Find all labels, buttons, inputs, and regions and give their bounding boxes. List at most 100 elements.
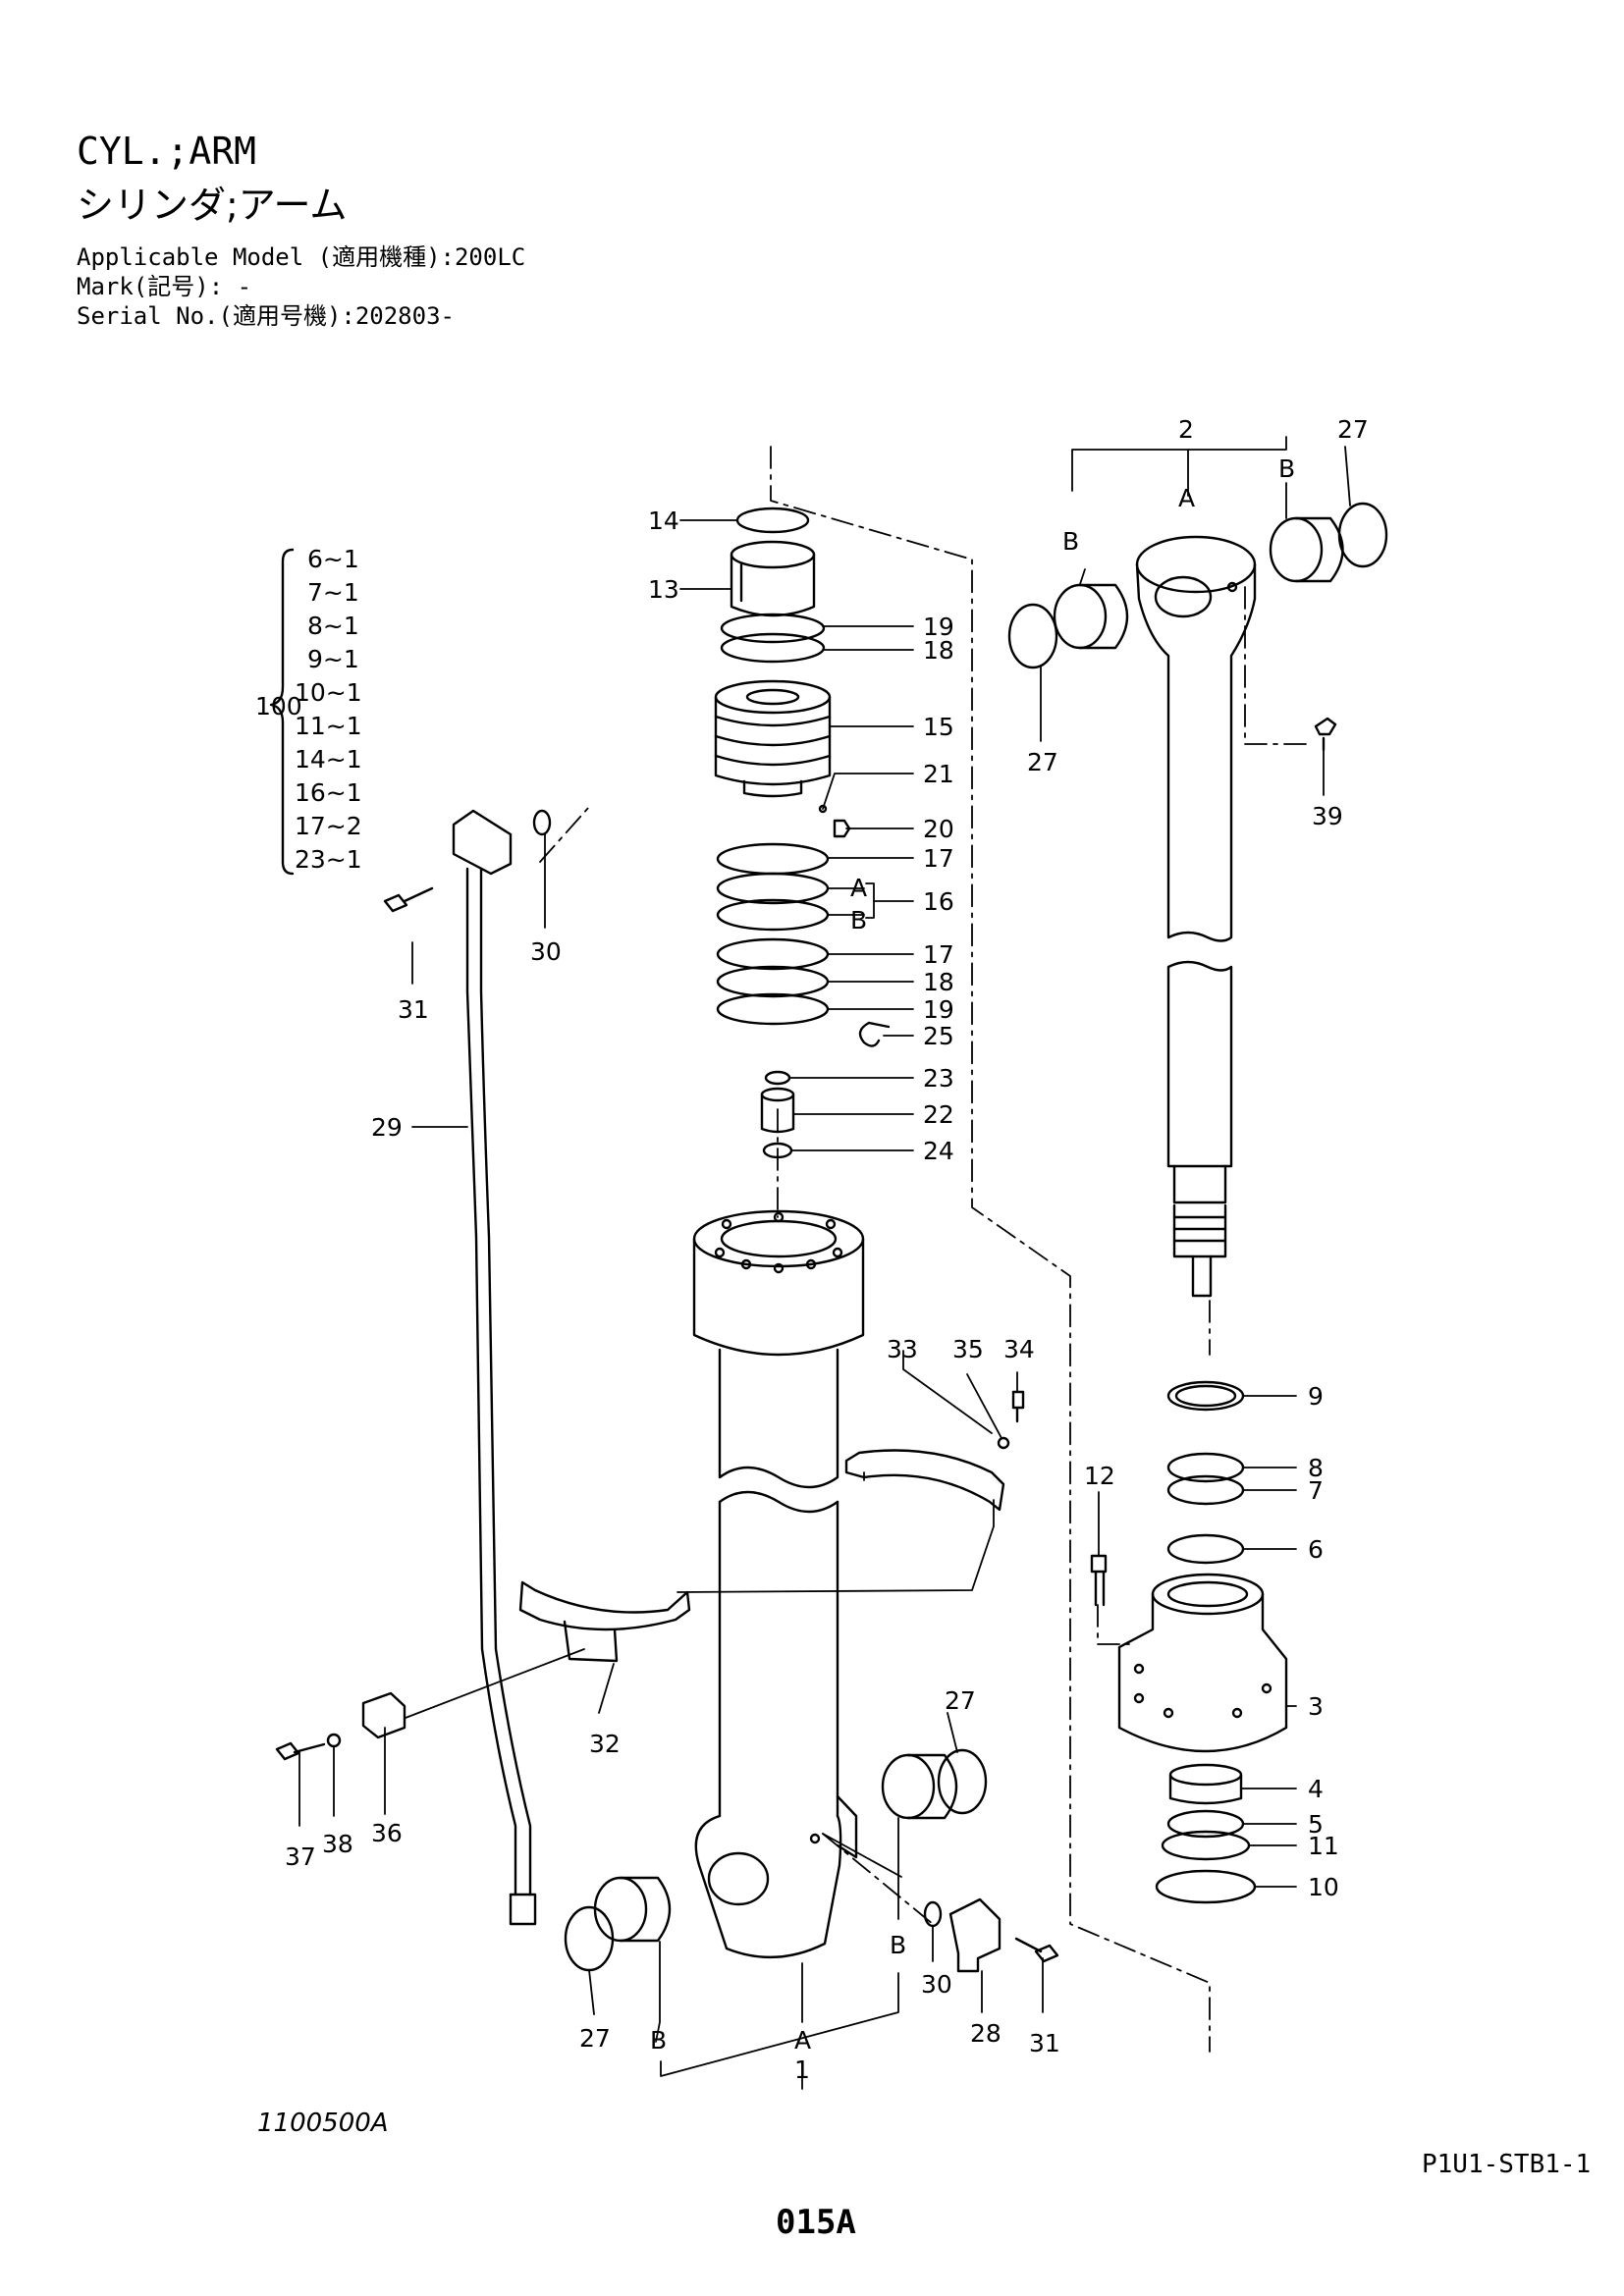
washer-35 <box>997 1436 1010 1450</box>
bushing-B-bottom-right <box>881 1753 958 1820</box>
sheet-code: P1U1-STB1-1 <box>1422 2150 1592 2179</box>
kit-item: 6~1 <box>307 545 359 573</box>
callout-27: 27 <box>1027 748 1058 776</box>
callout-27: 27 <box>1337 415 1369 444</box>
callout-25: 25 <box>923 1022 954 1050</box>
callout-18: 18 <box>923 968 954 996</box>
bolt-31b <box>1014 1937 1059 1963</box>
callout-18: 18 <box>923 636 954 665</box>
bolt12-dash <box>1097 1604 1130 1645</box>
callout-A: A <box>1178 484 1195 512</box>
kit-item: 14~1 <box>295 745 362 774</box>
screw-20 <box>833 819 851 838</box>
title-en: CYL.;ARM <box>77 130 257 173</box>
flange-pipe-top <box>452 809 513 876</box>
kit-brace <box>269 548 295 876</box>
callout-15: 15 <box>923 713 954 741</box>
ring-17a <box>716 842 830 876</box>
lube-dash <box>1244 586 1307 745</box>
ring-27-right <box>1337 502 1388 568</box>
callout-20: 20 <box>923 815 954 843</box>
callout-4: 4 <box>1308 1775 1324 1803</box>
callout-3: 3 <box>1308 1692 1324 1721</box>
ring-18a <box>720 632 826 664</box>
ring-27-bottom-right <box>937 1748 988 1815</box>
page-number: 015A <box>776 2203 856 2242</box>
cylinder-tube-1 <box>692 1209 865 1959</box>
oring-30b <box>923 1900 943 1928</box>
bushing-B-bottom-left <box>593 1876 672 1943</box>
callout-21: 21 <box>923 760 954 788</box>
callout-27: 27 <box>945 1686 976 1715</box>
band-32 <box>518 1580 691 1631</box>
piston-rod-2 <box>1135 535 1257 1298</box>
bolt-31a <box>383 886 434 913</box>
bolt-37 <box>275 1741 326 1761</box>
callout-24: 24 <box>923 1137 954 1165</box>
callout-23: 23 <box>923 1064 954 1093</box>
callout-17: 17 <box>923 844 954 873</box>
ring-16a <box>716 872 830 905</box>
callout-22: 22 <box>923 1100 954 1129</box>
callout-2: 2 <box>1178 415 1194 444</box>
pipe-29 <box>465 867 532 1896</box>
callout-11: 11 <box>1308 1832 1339 1860</box>
callout-31: 31 <box>398 995 429 1024</box>
ring-17b <box>716 937 830 971</box>
drawing-reference: 1100500A <box>257 2109 389 2138</box>
callout-29: 29 <box>371 1113 403 1142</box>
bushing-4 <box>1168 1763 1243 1805</box>
callout-1: 1 <box>794 2056 810 2084</box>
ring-19b <box>716 992 830 1026</box>
callout-A: A <box>794 2026 811 2055</box>
ring-10 <box>1155 1869 1257 1904</box>
pipe-top-dash <box>539 806 590 863</box>
bushing-13 <box>730 540 816 617</box>
callout-30: 30 <box>921 1970 952 1999</box>
callout-14: 14 <box>648 507 679 535</box>
callout-37: 37 <box>285 1842 316 1871</box>
callout-6: 6 <box>1308 1535 1324 1564</box>
title-jp: シリンダ;アーム <box>77 184 348 227</box>
callout-8: 8 <box>1308 1454 1324 1482</box>
mark-line: Mark(記号): - <box>77 273 252 300</box>
callout-19: 19 <box>923 995 954 1024</box>
callout-31: 31 <box>1029 2029 1060 2057</box>
callout-33: 33 <box>887 1335 918 1363</box>
ball-21 <box>818 804 828 814</box>
bushing-B-right <box>1269 516 1344 583</box>
callout-19: 19 <box>923 613 954 641</box>
callout-A: A <box>850 874 867 902</box>
grease-nipple-39 <box>1314 717 1337 752</box>
kit-item: 7~1 <box>307 578 359 607</box>
cylinder-head-3 <box>1117 1573 1288 1753</box>
callout-16: 16 <box>923 887 954 916</box>
callout-B: B <box>1062 527 1079 556</box>
ring-19a <box>720 613 826 644</box>
snap-ring-25 <box>858 1021 891 1047</box>
kit-label: 100 <box>255 692 302 721</box>
callout-13: 13 <box>648 575 679 604</box>
ring-14 <box>735 507 810 534</box>
fitting-dash <box>822 1833 934 1925</box>
bolt-34 <box>1011 1390 1025 1423</box>
bushing-B-left <box>1053 583 1129 650</box>
callout-27: 27 <box>579 2024 611 2053</box>
kit-item: 16~1 <box>295 778 362 807</box>
ring-18b <box>716 965 830 998</box>
kit-item: 10~1 <box>295 678 362 707</box>
kit-item: 8~1 <box>307 612 359 640</box>
callout-B: B <box>850 906 867 934</box>
tube-flange-holes <box>714 1211 843 1274</box>
serial-line: Serial No.(適用号機):202803- <box>77 302 455 330</box>
callout-5: 5 <box>1308 1810 1324 1839</box>
callout-B: B <box>1278 454 1295 483</box>
elbow-28 <box>948 1897 1001 1973</box>
kit-item: 9~1 <box>307 645 359 673</box>
kit-item: 17~2 <box>295 812 362 840</box>
callout-38: 38 <box>322 1830 353 1858</box>
ring-16b <box>716 898 830 932</box>
callout-9: 9 <box>1308 1382 1324 1411</box>
callout-28: 28 <box>970 2019 1001 2048</box>
